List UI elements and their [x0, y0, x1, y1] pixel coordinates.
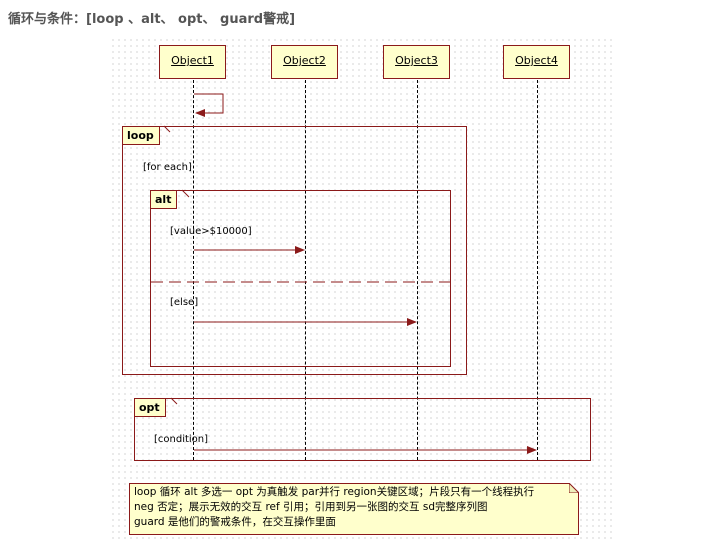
loop-frame: loop — [122, 126, 467, 375]
object4-box[interactable]: Object4 — [503, 45, 570, 79]
note-line-1: loop 循环 alt 多选一 opt 为真触发 par并行 region关键区… — [134, 486, 535, 498]
opt-frame: opt — [134, 398, 591, 461]
object4-lifeline — [537, 80, 538, 460]
opt-frame-label: opt — [135, 399, 166, 417]
note-fold-corner — [569, 483, 579, 493]
object3-box[interactable]: Object3 — [383, 45, 450, 79]
object2-box[interactable]: Object2 — [271, 45, 338, 79]
alt-guard-value: [value>$10000] — [170, 226, 252, 237]
object1-lifeline — [193, 80, 194, 460]
object2-lifeline — [305, 80, 306, 460]
loop-tab-corner — [163, 125, 171, 133]
comment-note: loop 循环 alt 多选一 opt 为真触发 par并行 region关键区… — [129, 483, 579, 535]
self-message-arrow — [194, 93, 224, 117]
opt-tab-corner — [170, 397, 178, 405]
alt-tab-corner — [181, 189, 190, 198]
loop-guard: [for each] — [143, 162, 192, 173]
note-line-2: neg 否定；展示无效的交互 ref 引用；引用到另一张图的交互 sd完整序列图 — [134, 501, 488, 513]
alt-guard-else: [else] — [170, 297, 199, 308]
page-heading: 循环与条件：[loop 、alt、 opt、 guard警戒] — [8, 12, 296, 27]
object1-box[interactable]: Object1 — [159, 45, 226, 79]
alt-frame-label: alt — [151, 191, 178, 209]
diagram-canvas — [110, 37, 615, 541]
alt-frame: alt — [150, 190, 451, 367]
object3-lifeline — [417, 80, 418, 460]
note-line-3: guard 是他们的警戒条件，在交互操作里面 — [134, 516, 336, 528]
loop-frame-label: loop — [123, 127, 160, 145]
opt-guard: [condition] — [154, 434, 209, 445]
